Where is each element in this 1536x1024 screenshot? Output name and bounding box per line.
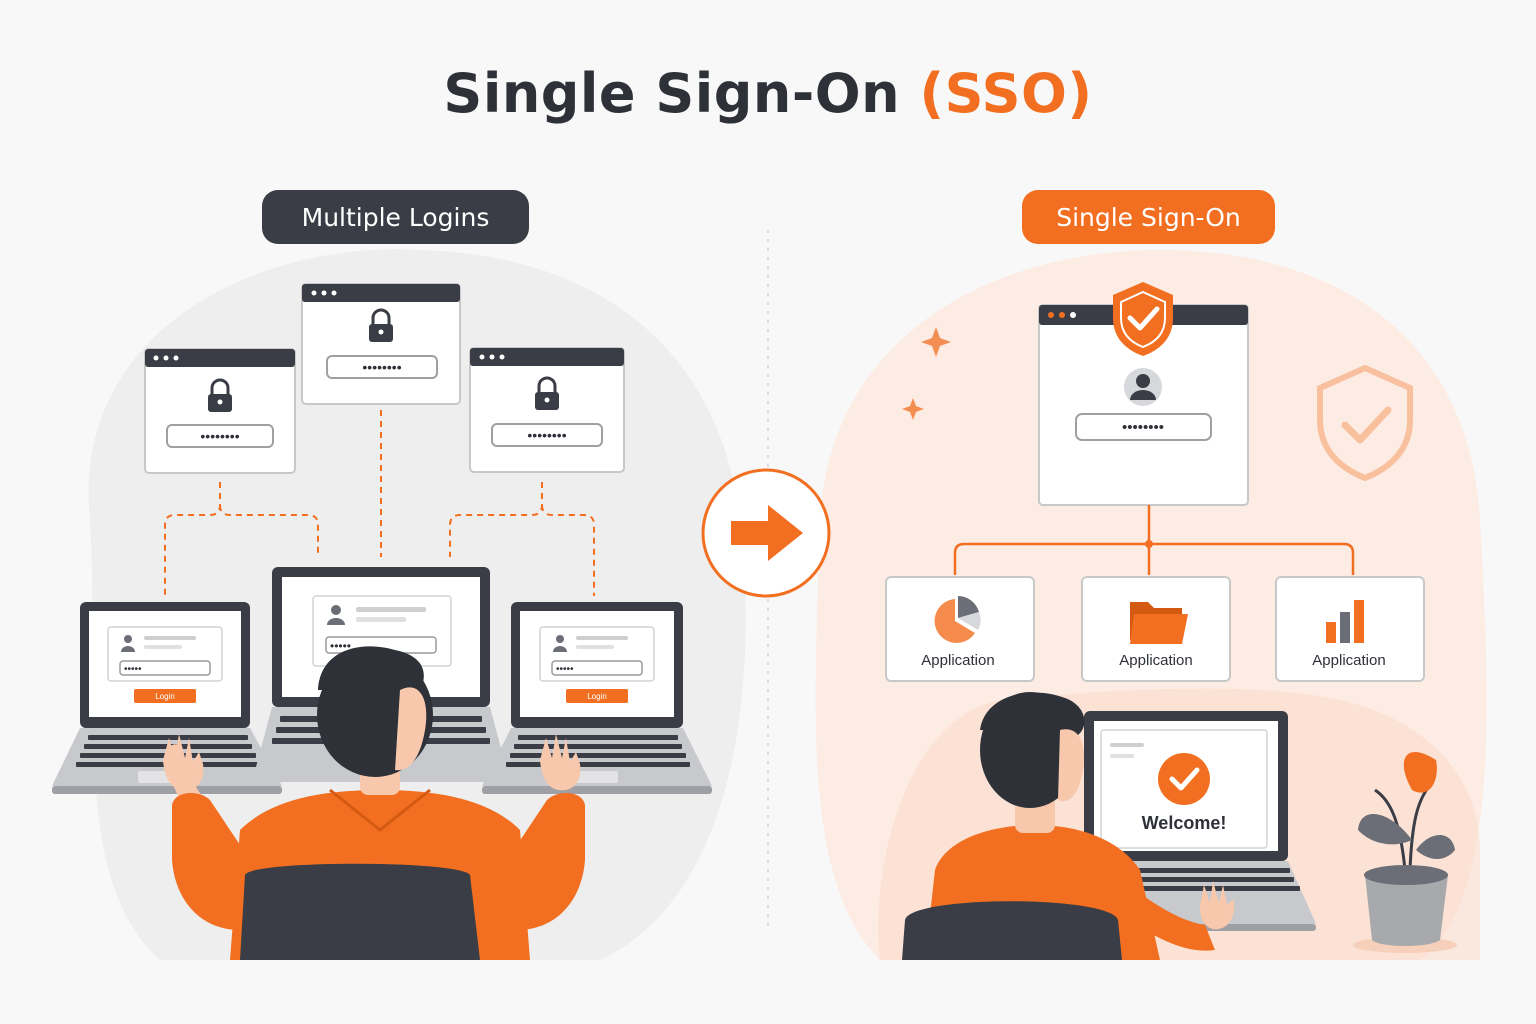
single-sign-on-label: Single Sign-On: [1022, 190, 1275, 244]
laptop-right: ••••• Login: [482, 602, 712, 794]
title-accent: (SSO): [919, 62, 1093, 125]
typing-hand: [1199, 881, 1235, 930]
login-window-left: ••••••••: [144, 348, 296, 474]
sparkle-small: [902, 398, 924, 420]
chair-right: [902, 901, 1122, 960]
sso-password-dots: ••••••••: [1122, 419, 1164, 436]
transition-arrow: [701, 468, 831, 598]
dashed-connectors: [164, 410, 595, 596]
password-dots-2: ••••••••: [362, 359, 401, 375]
chair-left: [240, 863, 480, 960]
multiple-logins-label: Multiple Logins: [262, 190, 529, 244]
login-window-right: ••••••••: [469, 347, 625, 473]
pie-chart-icon: [934, 596, 981, 643]
avatar-icon: [1124, 368, 1162, 406]
application-card-2: Application: [1081, 576, 1231, 682]
laptop-left: ••••• Login: [52, 602, 282, 794]
potted-plant: [1353, 751, 1457, 953]
lock-icon: [535, 376, 559, 410]
laptop-password-dots: •••••: [124, 664, 142, 675]
laptop-welcome: Welcome!: [1084, 711, 1316, 931]
application-label-2: Application: [1119, 652, 1192, 669]
application-card-3: Application: [1275, 576, 1425, 682]
application-card-1: Application: [885, 576, 1035, 682]
lock-icon: [369, 308, 393, 342]
password-dots-3: ••••••••: [527, 427, 566, 443]
folder-icon: [1130, 602, 1188, 644]
welcome-text: Welcome!: [1142, 813, 1227, 833]
right-hand: [540, 734, 581, 791]
laptop-password-dots: •••••: [330, 639, 351, 653]
laptop-password-dots: •••••: [556, 664, 574, 675]
password-dots-1: ••••••••: [200, 428, 239, 444]
title-main: Single Sign-On: [443, 62, 901, 125]
check-circle-icon: [1158, 753, 1210, 805]
bar-chart-icon: [1326, 600, 1364, 643]
application-label-3: Application: [1312, 652, 1385, 669]
sparkle-large: [921, 327, 951, 357]
connector-tree: [953, 505, 1355, 575]
laptop-login-button: Login: [587, 692, 607, 701]
login-window-center: ••••••••: [301, 283, 461, 405]
shield-check-icon: [1113, 282, 1173, 356]
lock-icon: [208, 378, 232, 412]
laptop-login-button: Login: [155, 692, 175, 701]
application-label-1: Application: [921, 652, 994, 669]
shield-check-icon-faded: [1317, 364, 1413, 482]
page-title: Single Sign-On (SSO): [0, 62, 1536, 125]
left-hand: [163, 734, 204, 791]
